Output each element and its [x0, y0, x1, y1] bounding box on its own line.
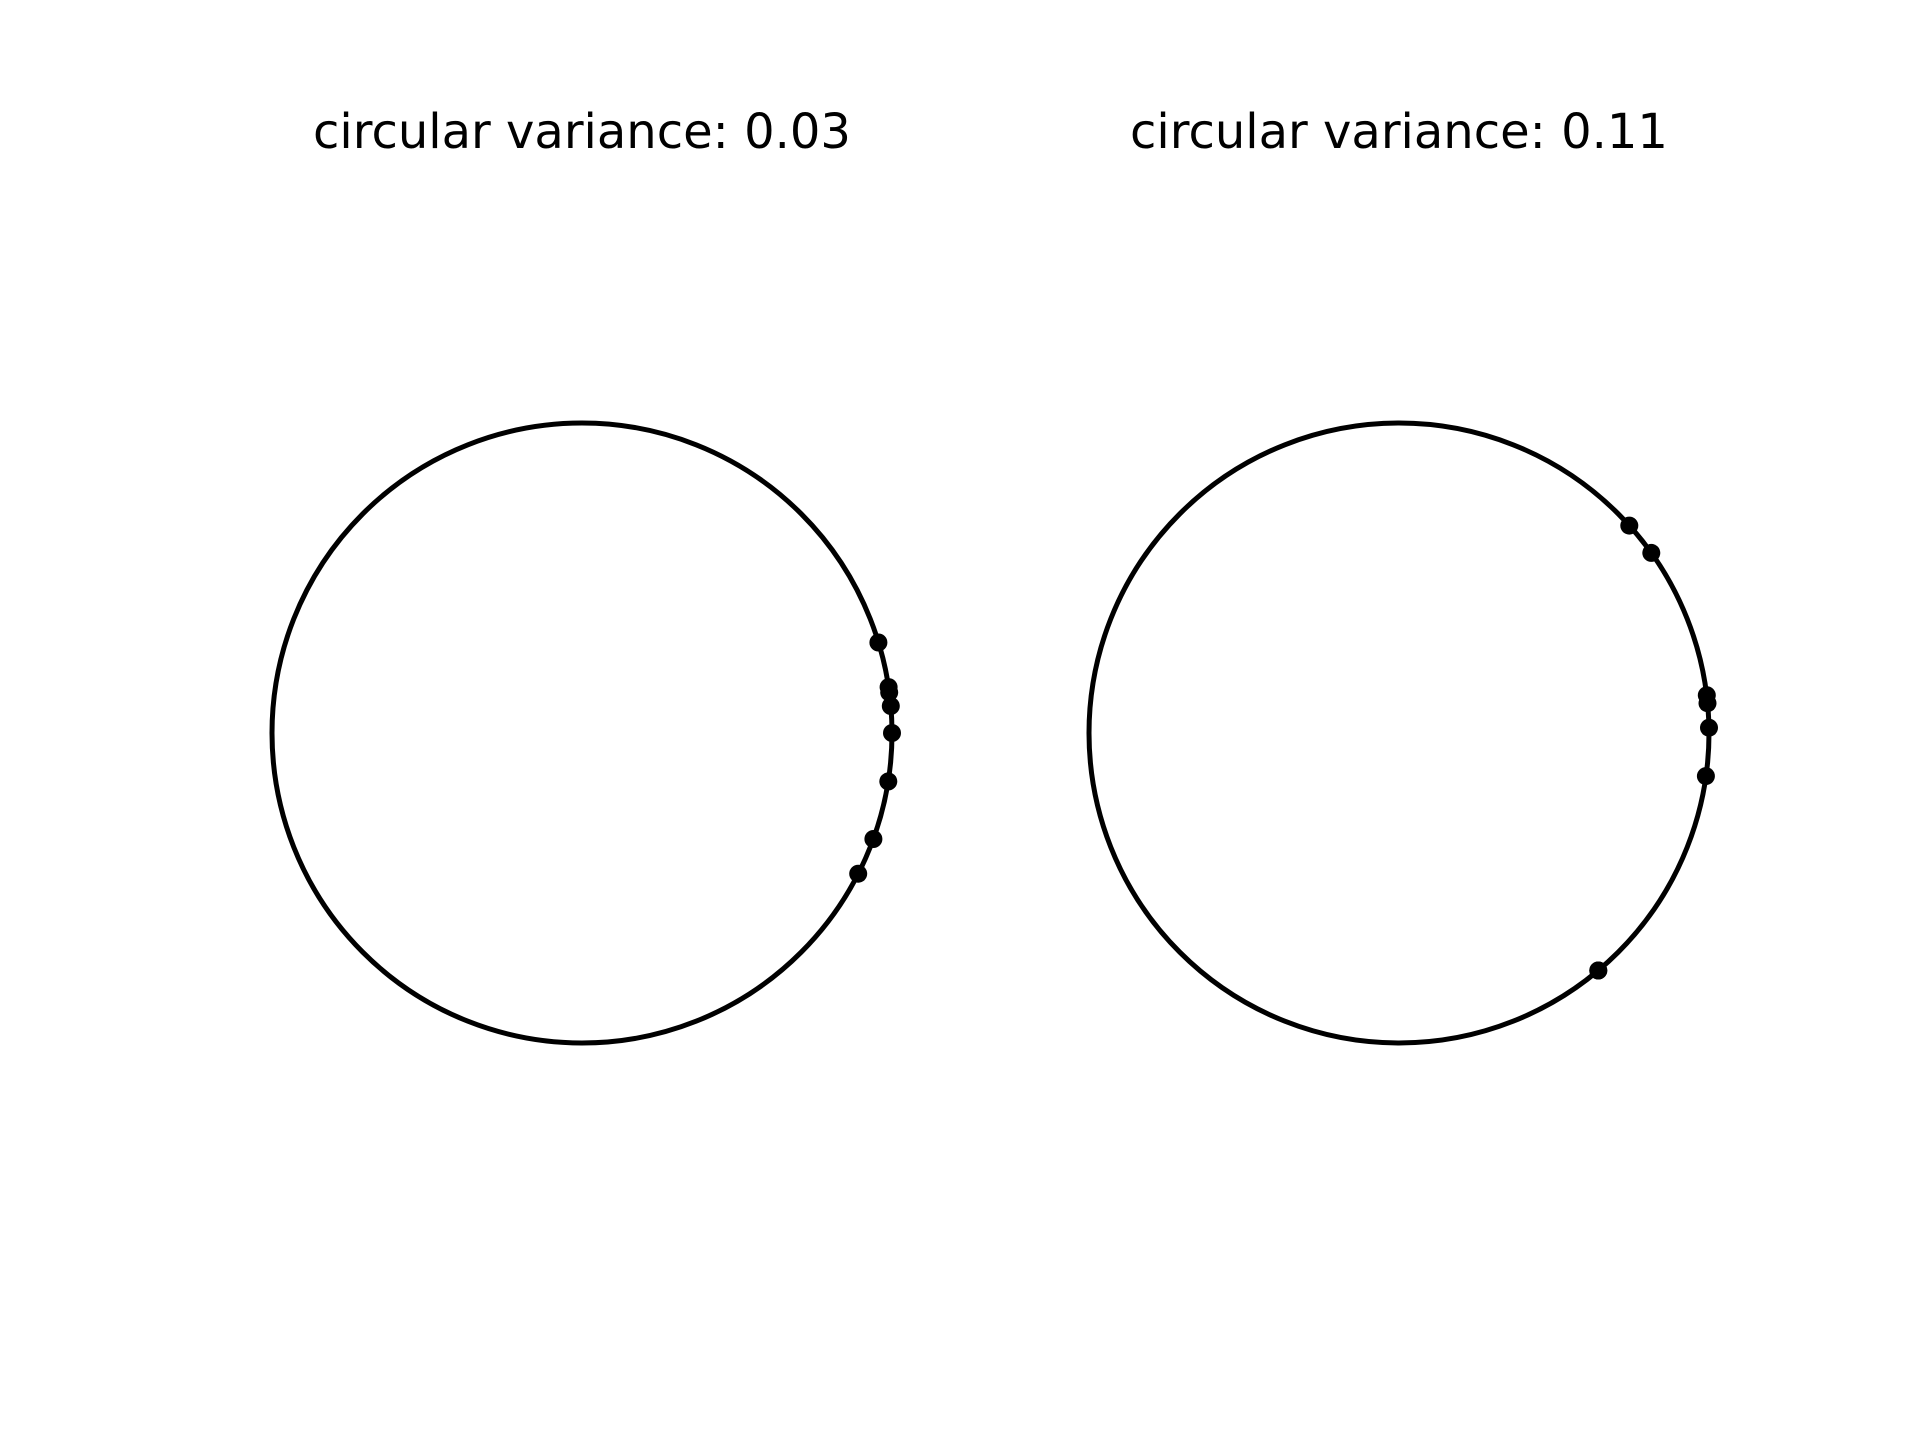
left-sample-point-4 [881, 697, 900, 715]
right-sample-point-8 [1589, 961, 1608, 980]
left-sample-point-5 [883, 724, 901, 742]
right-sample-point-2 [1642, 543, 1661, 562]
right-sample-point-6 [1696, 767, 1715, 786]
right-sample-point-5 [1700, 718, 1718, 737]
right-panel-title: circular variance: 0.11 [1130, 104, 1668, 160]
right-panel: circular variance: 0.11 [1086, 104, 1718, 1046]
left-sample-point-6 [879, 772, 898, 791]
left-sample-point-7 [864, 830, 883, 848]
right-sample-point-1 [1620, 516, 1639, 535]
left-sample-point-1 [869, 633, 888, 652]
right-unit-circle [1086, 420, 1712, 1046]
left-sample-point-8 [849, 864, 868, 883]
left-panel: circular variance: 0.03 [269, 104, 901, 1046]
left-unit-circle [269, 420, 895, 1046]
left-sample-points [849, 633, 901, 883]
left-sample-point-3 [880, 683, 899, 702]
right-sample-point-4 [1698, 694, 1717, 713]
left-panel-title: circular variance: 0.03 [313, 104, 851, 160]
right-sample-points [1589, 516, 1718, 980]
